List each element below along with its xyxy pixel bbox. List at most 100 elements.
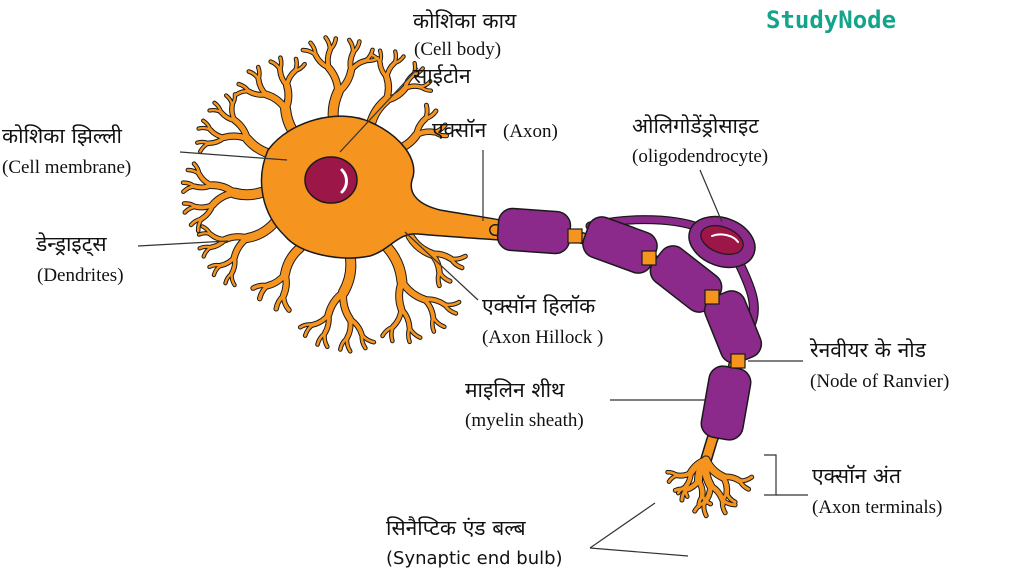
branch bbox=[231, 93, 237, 107]
leader-lines bbox=[137, 67, 808, 557]
branch bbox=[702, 483, 713, 505]
branch bbox=[396, 278, 405, 313]
branch bbox=[666, 470, 679, 477]
branch bbox=[263, 91, 289, 113]
branch bbox=[378, 49, 383, 64]
branch bbox=[230, 103, 237, 123]
leader-synaptic-end-bulb-1 bbox=[589, 502, 656, 549]
myelin-segment bbox=[496, 207, 572, 255]
nucleus-highlight bbox=[340, 168, 348, 194]
branch bbox=[293, 62, 306, 73]
branch bbox=[197, 232, 212, 236]
branch bbox=[269, 60, 282, 71]
label-axon-hi: एक्सॉन bbox=[432, 118, 487, 142]
branch bbox=[381, 325, 395, 338]
branch bbox=[738, 479, 751, 491]
branch bbox=[403, 84, 423, 91]
branch bbox=[264, 271, 288, 289]
branch bbox=[414, 129, 437, 138]
ranvier-node bbox=[704, 289, 720, 305]
myelin-segment bbox=[703, 290, 763, 364]
branch bbox=[345, 317, 353, 340]
bracket-axon-terminals bbox=[764, 454, 777, 496]
branch bbox=[209, 190, 238, 208]
branch bbox=[360, 333, 367, 350]
branch bbox=[437, 270, 452, 283]
branch bbox=[443, 303, 458, 315]
branch bbox=[208, 182, 238, 196]
label-cyton-hi: साईटोन bbox=[413, 64, 471, 88]
branch bbox=[335, 67, 355, 96]
label-axon-hillock-en: (Axon Hillock ) bbox=[482, 327, 604, 348]
branch bbox=[667, 474, 679, 483]
branch bbox=[181, 181, 196, 188]
branch bbox=[196, 140, 210, 145]
label-axon-hillock-hi: एक्सॉन हिलॉक bbox=[482, 294, 596, 318]
nucleus bbox=[304, 156, 358, 204]
branch bbox=[237, 82, 250, 93]
branch bbox=[398, 278, 428, 303]
branch bbox=[385, 61, 397, 80]
label-oligodendrocyte-hi: ओलिगोडेंड्रोसाइट bbox=[632, 114, 759, 138]
label-oligodendrocyte-en: (oligodendrocyte) bbox=[632, 146, 769, 167]
branch bbox=[432, 130, 448, 138]
dendrite-fill bbox=[181, 36, 467, 353]
branch bbox=[208, 127, 227, 140]
ranvier-node bbox=[567, 228, 583, 244]
label-axon-terminals-hi: एक्सॉन अंत bbox=[812, 464, 901, 488]
leader-cell-membrane bbox=[179, 151, 288, 161]
branch bbox=[436, 270, 441, 288]
branch bbox=[199, 142, 210, 153]
branch bbox=[182, 202, 197, 208]
label-cell-membrane-hi: कोशिका झिल्ली bbox=[2, 124, 122, 148]
label-cell-body-hi: कोशिका काय bbox=[413, 9, 517, 33]
branch bbox=[393, 55, 405, 65]
branch bbox=[256, 65, 261, 81]
branch bbox=[339, 336, 349, 351]
leader-oligodendrocyte bbox=[699, 169, 723, 223]
label-axon-terminals-en: (Axon terminals) bbox=[812, 497, 943, 518]
branch bbox=[422, 297, 436, 320]
label-synaptic-end-bulb-en: (Synaptic end bulb) bbox=[386, 548, 563, 569]
branch bbox=[676, 485, 688, 495]
branch bbox=[201, 225, 212, 236]
branch bbox=[449, 257, 464, 270]
branch bbox=[213, 101, 223, 114]
label-cell-membrane-en: (Cell membrane) bbox=[2, 157, 132, 178]
label-node-of-ranvier-hi: रेनवीयर के नोड bbox=[810, 338, 926, 362]
branch bbox=[325, 47, 332, 70]
ranvier-node bbox=[730, 353, 746, 369]
branch bbox=[693, 501, 706, 513]
branch bbox=[222, 234, 250, 243]
ranvier-node bbox=[641, 250, 657, 266]
branch bbox=[202, 119, 212, 131]
branch bbox=[423, 109, 438, 121]
leader-axon-hillock bbox=[404, 231, 479, 301]
axon-terminal-fill bbox=[666, 456, 754, 518]
leader-dendrites bbox=[137, 240, 229, 247]
branch bbox=[182, 185, 196, 193]
branch bbox=[193, 202, 215, 210]
leader-synaptic-end-bulb-2 bbox=[589, 547, 689, 557]
branch bbox=[192, 162, 201, 176]
branch bbox=[406, 232, 435, 258]
branch bbox=[197, 172, 214, 188]
oligodendrocyte-nucleus bbox=[700, 225, 744, 255]
brand-logo: StudyNode bbox=[766, 6, 897, 34]
label-node-of-ranvier-en: (Node of Ranvier) bbox=[810, 371, 950, 392]
branch bbox=[325, 289, 347, 318]
branch bbox=[231, 235, 250, 260]
branch bbox=[390, 325, 395, 343]
label-synaptic-end-bulb-hi: सिनैप्टिक एंड बल्ब bbox=[386, 516, 526, 540]
branch bbox=[351, 40, 361, 54]
branch bbox=[282, 82, 292, 113]
branch bbox=[412, 67, 424, 76]
branch bbox=[232, 117, 250, 142]
leader-cell-body bbox=[339, 67, 419, 153]
branch bbox=[390, 307, 404, 329]
branch bbox=[338, 250, 356, 297]
branch bbox=[251, 283, 270, 290]
branch bbox=[316, 332, 327, 346]
branch bbox=[383, 74, 392, 103]
branch bbox=[198, 245, 212, 250]
